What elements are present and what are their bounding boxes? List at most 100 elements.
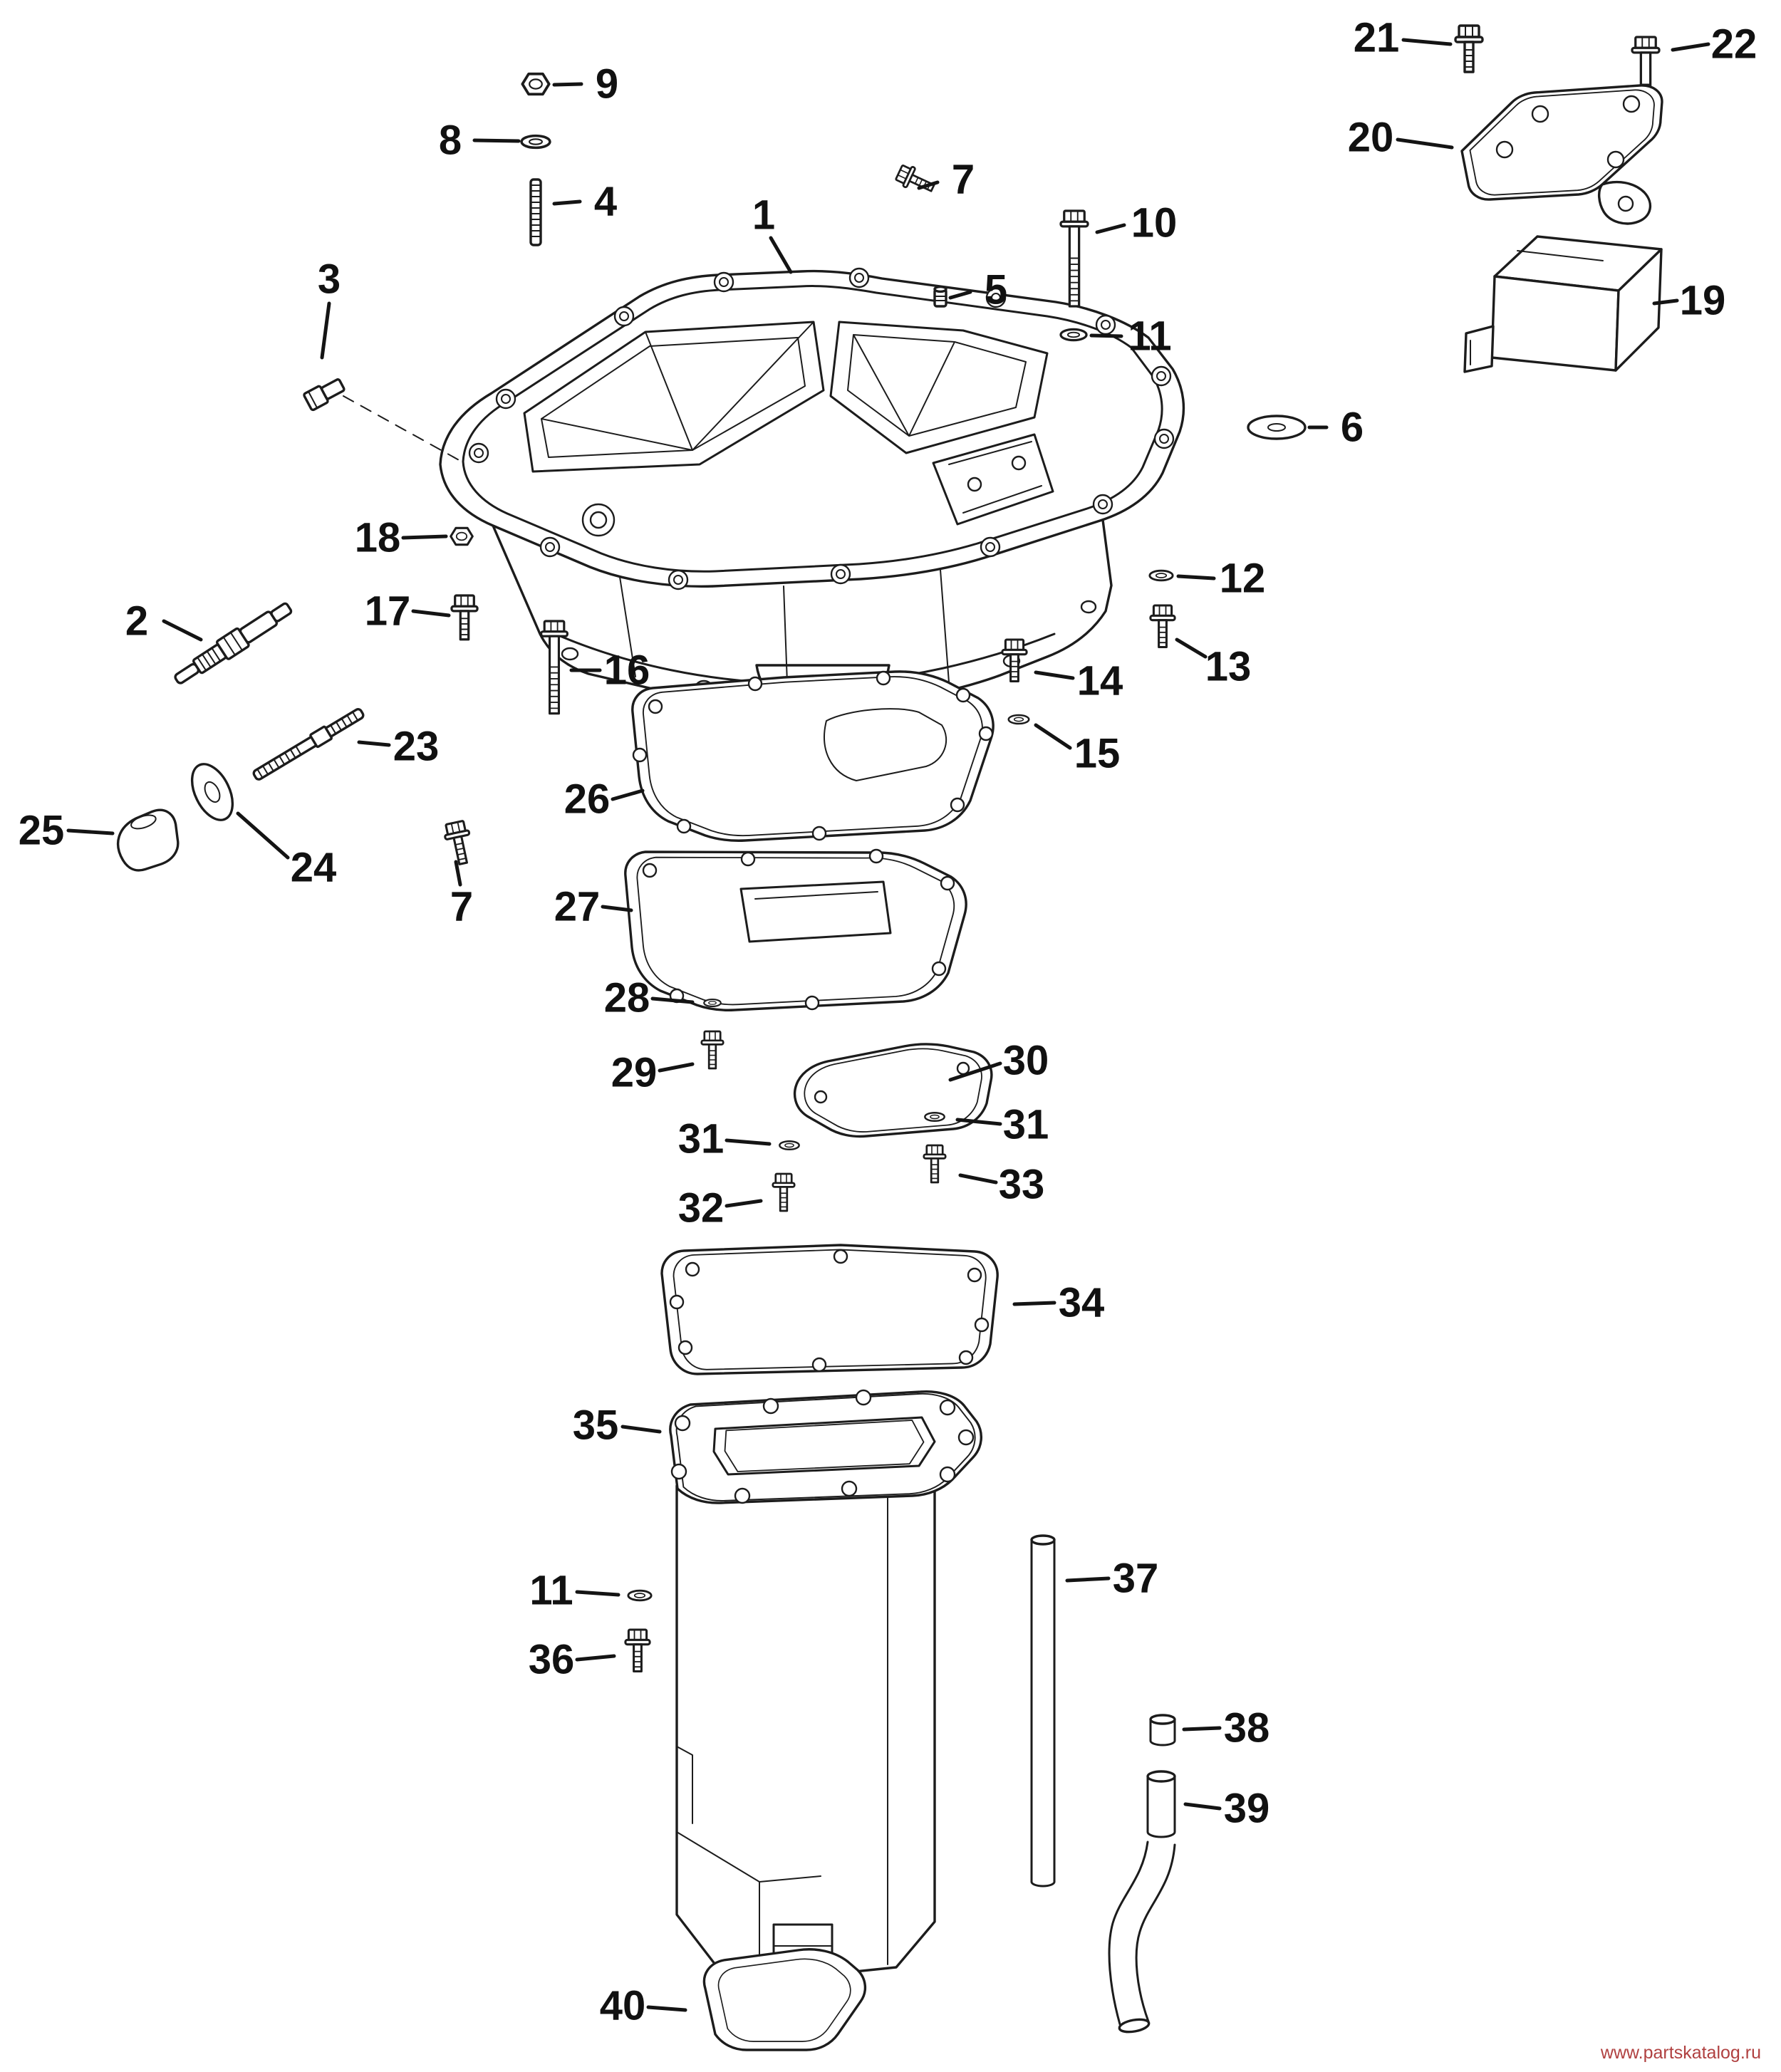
part-37-tube <box>1030 1534 1056 1888</box>
callout-label-37-11: 11 <box>529 1568 573 1614</box>
part-7-screw-top <box>893 161 938 199</box>
callout-leader-0-1 <box>769 236 793 274</box>
callout-leader-32-31 <box>955 1118 1002 1126</box>
watermark: www.partskatalog.ru <box>1600 2043 1761 2063</box>
part-7-screw-bottom <box>441 818 477 868</box>
callout-leader-36-35 <box>621 1425 662 1434</box>
callout-leader-41-39 <box>1183 1802 1222 1811</box>
callout-label-34-33: 33 <box>999 1162 1045 1208</box>
callout-label-21-22: 22 <box>1711 21 1757 68</box>
callout-leader-25-7 <box>454 860 462 887</box>
callout-leader-29-29 <box>658 1062 695 1073</box>
callout-label-18-19: 19 <box>1680 278 1726 324</box>
callout-leader-40-38 <box>1182 1726 1222 1732</box>
callout-label-6-7: 7 <box>952 157 975 203</box>
callout-leader-27-27 <box>601 905 633 912</box>
callout-label-10-11: 11 <box>1128 313 1171 360</box>
part-26-gasket <box>631 670 995 842</box>
callout-label-17-18: 18 <box>355 515 401 561</box>
part-6-flat-washer <box>1247 415 1307 440</box>
part-17-bolt <box>450 594 479 641</box>
callout-leader-18-19 <box>1652 298 1679 306</box>
part-12-washer <box>1148 569 1174 582</box>
callout-leader-10-11 <box>1089 333 1123 338</box>
callout-leader-1-2 <box>162 619 203 642</box>
callout-label-19-20: 20 <box>1348 115 1394 161</box>
part-27-adapter-plate <box>624 848 967 1011</box>
callout-leader-4-5 <box>948 290 972 300</box>
part-10-bolt <box>1059 209 1089 308</box>
callout-label-9-10: 10 <box>1131 200 1178 246</box>
callout-leader-39-37 <box>1065 1576 1111 1583</box>
callout-leader-21-22 <box>1671 42 1710 52</box>
part-2-sensor <box>174 602 293 684</box>
callout-leader-19-20 <box>1396 137 1454 150</box>
callout-label-36-35: 35 <box>573 1402 619 1449</box>
part-40-seal <box>702 1948 867 2051</box>
callout-leader-24-25 <box>66 828 115 835</box>
callout-label-41-39: 39 <box>1224 1786 1270 1832</box>
callout-label-5-6: 6 <box>1341 405 1364 451</box>
part-11-washer-top <box>1059 328 1088 342</box>
callout-leader-8-9 <box>552 82 583 87</box>
callout-leader-14-15 <box>1034 723 1072 750</box>
callout-label-30-30: 30 <box>1003 1038 1049 1084</box>
callout-leader-16-17 <box>411 609 451 618</box>
part-33-bolt <box>923 1144 947 1184</box>
callout-leader-38-36 <box>575 1654 616 1662</box>
part-28-washer <box>703 998 722 1008</box>
callout-leader-20-21 <box>1401 38 1453 46</box>
callout-label-35-34: 34 <box>1059 1280 1105 1326</box>
callout-label-0-1: 1 <box>752 192 775 239</box>
callout-label-11-12: 12 <box>1220 556 1266 602</box>
part-39-hose <box>1108 1770 1176 2034</box>
callout-leader-23-24 <box>236 811 290 860</box>
callout-label-15-16: 16 <box>604 647 650 694</box>
callout-leader-42-40 <box>646 2005 687 2012</box>
callout-label-29-29: 29 <box>611 1050 658 1096</box>
part-25-grommet <box>116 808 180 872</box>
callout-label-38-36: 36 <box>529 1637 575 1683</box>
callout-label-22-23: 23 <box>393 724 440 770</box>
part-31-washer-right <box>924 1112 945 1122</box>
part-38-bushing <box>1149 1714 1176 1746</box>
callout-label-3-4: 4 <box>594 179 617 225</box>
callout-leader-33-32 <box>725 1199 763 1208</box>
callout-leader-13-14 <box>1034 670 1075 680</box>
part-30-cover-plate <box>793 1043 993 1138</box>
callout-leader-9-10 <box>1095 223 1126 234</box>
part-9-hex-nut <box>521 72 551 96</box>
part-36-bolt <box>624 1628 651 1673</box>
part-11-washer-bottom <box>627 1589 653 1602</box>
callout-leader-11-12 <box>1176 574 1216 581</box>
callout-leader-12-13 <box>1175 637 1208 659</box>
callout-leader-30-30 <box>948 1061 1002 1082</box>
part-15-washer <box>1007 714 1030 725</box>
callout-label-27-27: 27 <box>554 884 601 930</box>
callout-label-39-37: 37 <box>1113 1556 1159 1602</box>
part-23-stud <box>252 708 365 781</box>
part-4-stud <box>529 178 542 246</box>
callout-leader-28-28 <box>650 996 695 1004</box>
part-18-nut <box>450 526 474 546</box>
callout-label-4-5: 5 <box>985 267 1007 313</box>
callout-label-32-31: 31 <box>1003 1102 1049 1148</box>
callout-label-23-24: 24 <box>291 845 337 891</box>
callout-label-28-28: 28 <box>604 975 650 1021</box>
callout-label-40-38: 38 <box>1224 1705 1270 1751</box>
part-1-exhaust-adapter-housing <box>343 267 1185 714</box>
callout-label-20-21: 21 <box>1354 15 1400 61</box>
callout-leader-26-26 <box>611 788 645 801</box>
callout-label-26-26: 26 <box>564 776 611 823</box>
part-24-washer <box>190 763 234 821</box>
part-19-electronic-module <box>1463 235 1663 373</box>
callout-label-16-17: 17 <box>365 588 411 635</box>
part-8-washer <box>520 134 551 150</box>
callout-label-7-8: 8 <box>439 118 462 164</box>
callout-label-12-13: 13 <box>1205 644 1252 690</box>
callout-leader-17-18 <box>401 534 448 540</box>
part-13-bolt <box>1149 604 1176 649</box>
